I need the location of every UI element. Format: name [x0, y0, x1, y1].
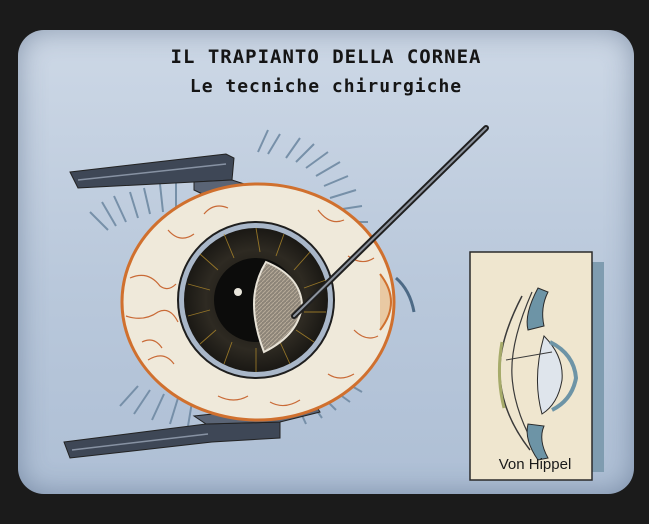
display-screen: IL TRAPIANTO DELLA CORNEA Le tecniche ch… [18, 30, 634, 494]
von-hippel-inset [470, 252, 604, 480]
tear-duct-mark [396, 278, 414, 312]
inset-label: Von Hippel [470, 456, 600, 473]
surgery-illustration [18, 30, 634, 494]
